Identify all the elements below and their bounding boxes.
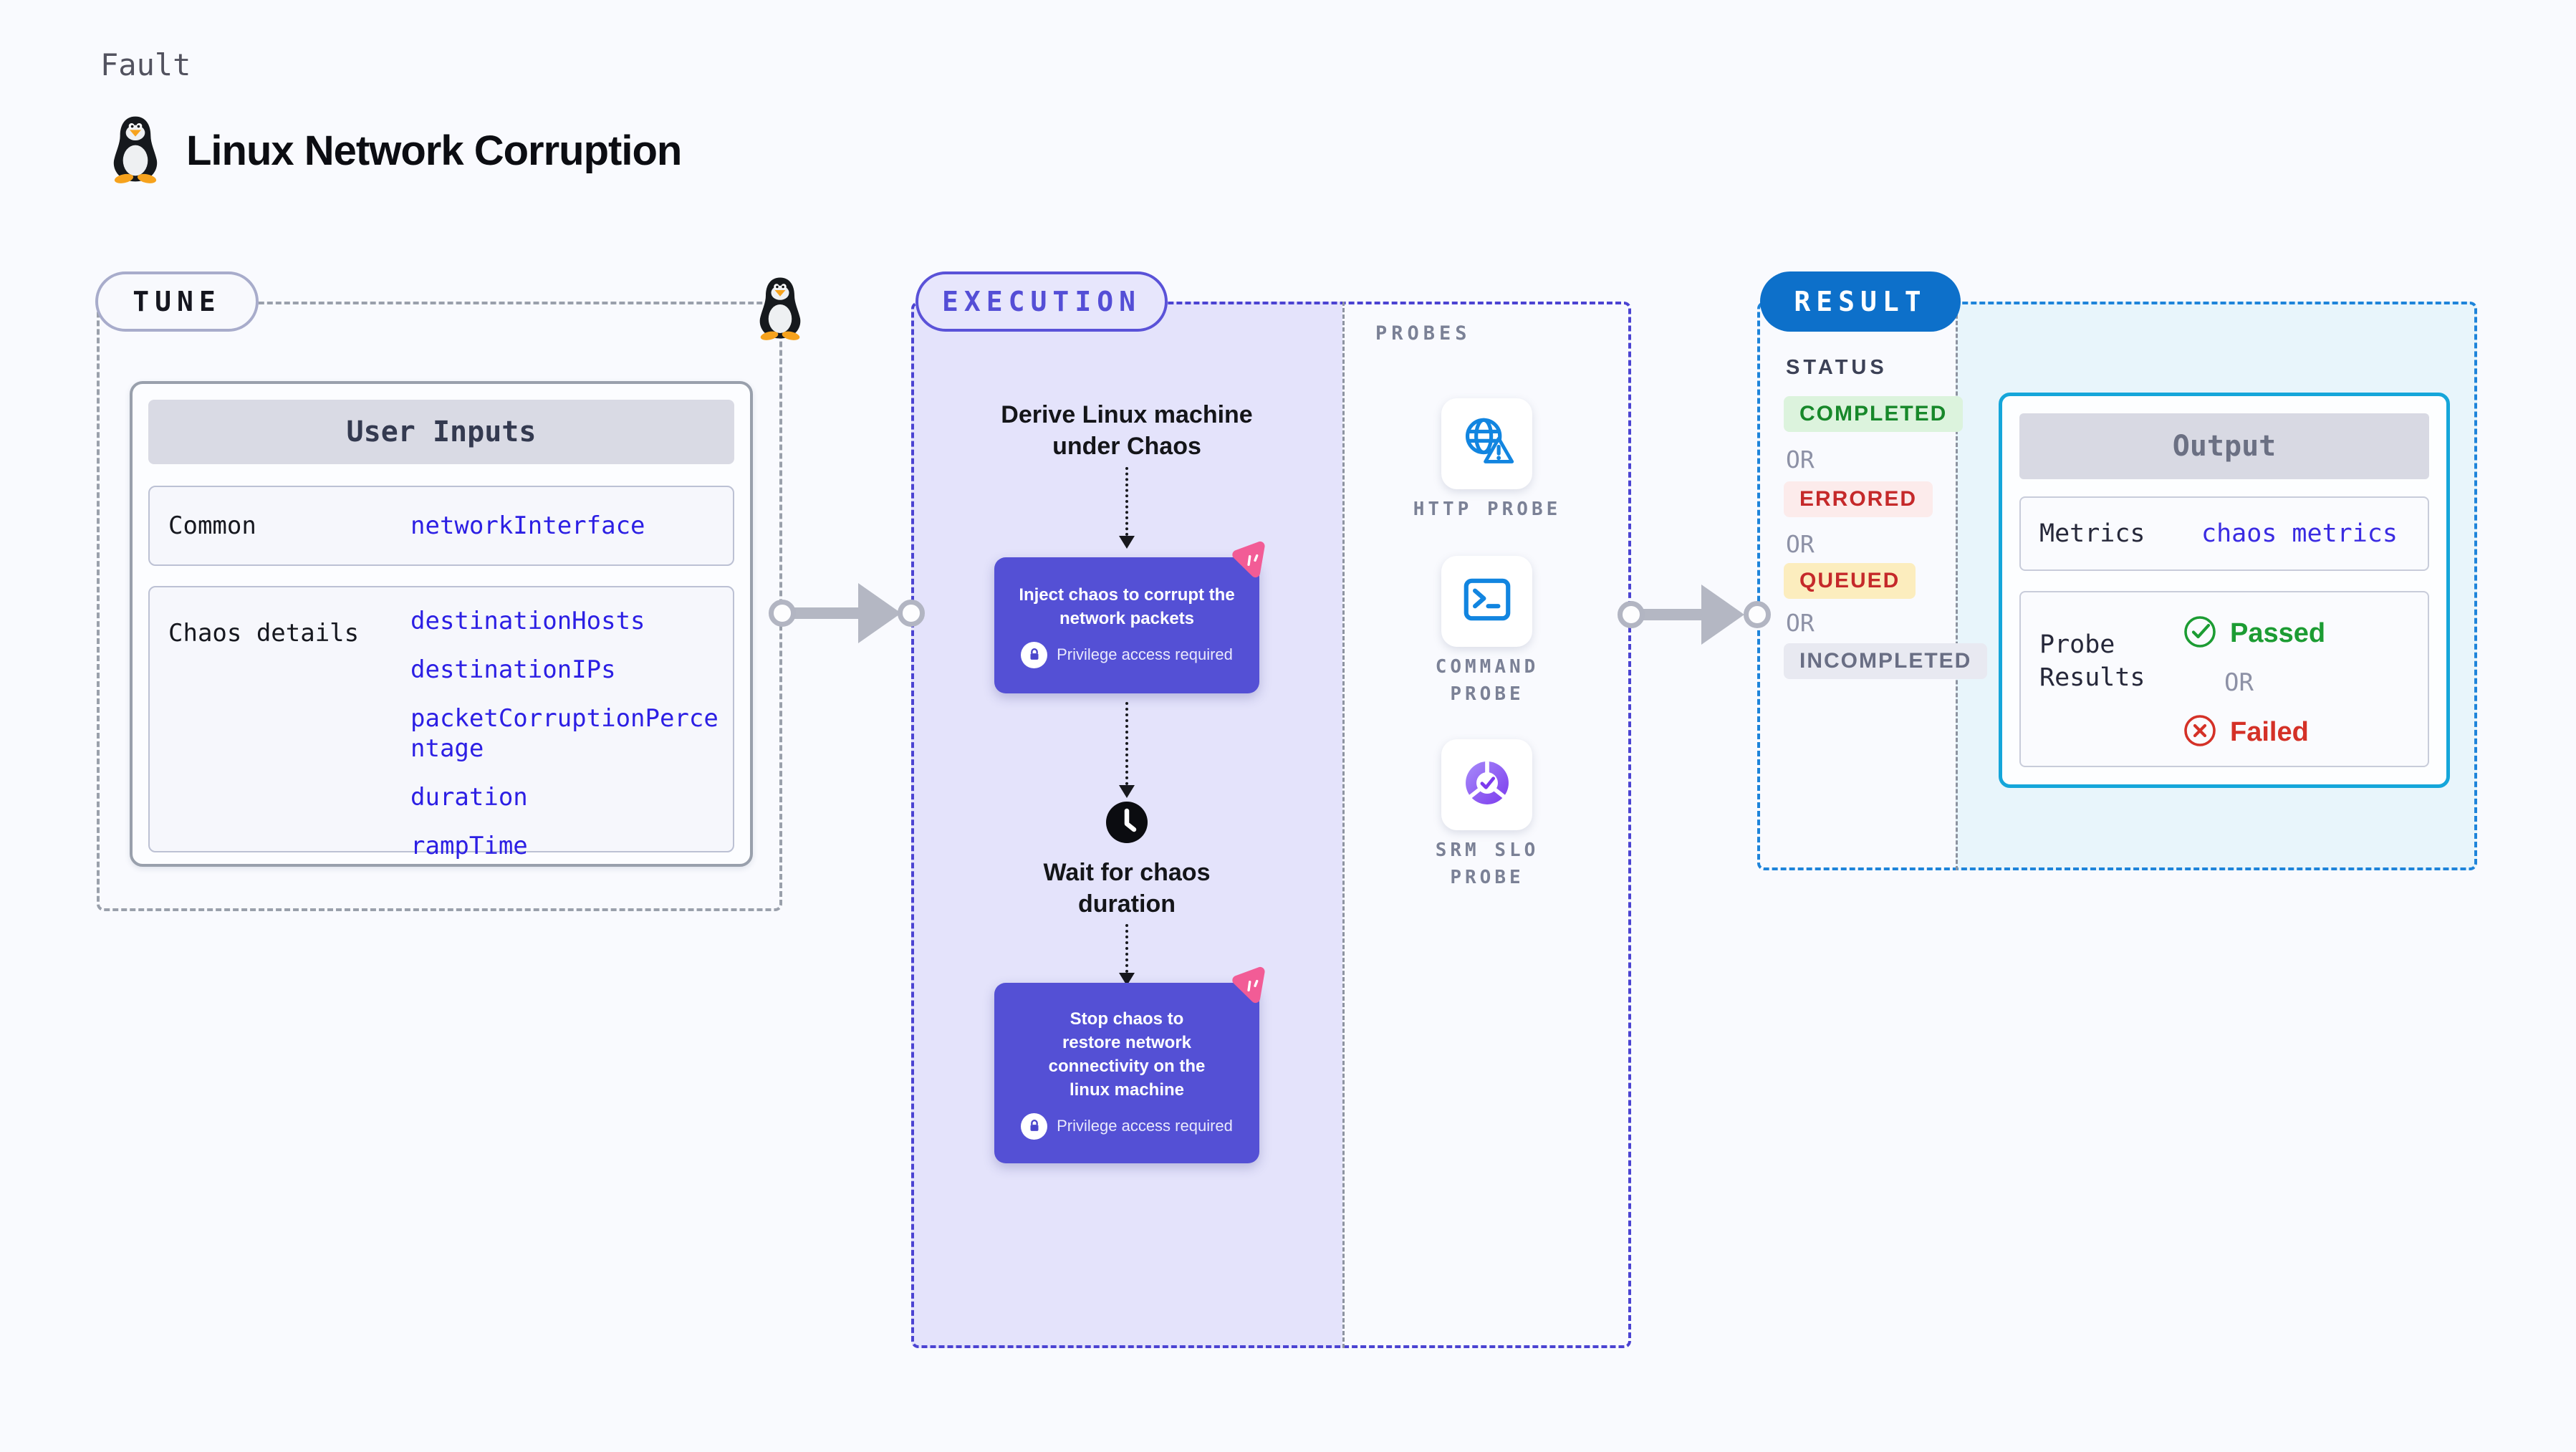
probe-label: HTTP PROBE <box>1413 499 1562 520</box>
probe-card-srm <box>1441 739 1532 830</box>
metrics-row: Metrics chaos metrics <box>2019 496 2429 571</box>
terminal-icon <box>1458 571 1516 632</box>
flow-connector <box>1125 702 1128 785</box>
chaos-logo-icon <box>1229 966 1269 1006</box>
title-row: Linux Network Corruption <box>106 115 682 187</box>
user-inputs-card: User Inputs Common networkInterface Chao… <box>130 381 753 867</box>
output-card: Output Metrics chaos metrics Probe Resul… <box>1999 393 2450 788</box>
input-value: rampTime <box>410 832 528 860</box>
probe-label: COMMAND PROBE <box>1435 656 1539 705</box>
privilege-note: Privilege access required <box>1057 645 1233 663</box>
clock-icon <box>1105 800 1149 845</box>
flow-connector-arrowhead <box>1119 536 1135 549</box>
flow-connector <box>1125 924 1128 973</box>
tux-penguin-icon-small <box>752 276 808 344</box>
inject-step-card: Inject chaos to corrupt the network pack… <box>994 557 1259 693</box>
or-label: OR <box>1786 609 1815 637</box>
or-label: OR <box>2224 668 2254 697</box>
input-value: networkInterface <box>410 511 645 540</box>
slo-donut-check-icon <box>1458 754 1517 816</box>
probe-results-row: Probe Results Passed OR <box>2019 591 2429 767</box>
flow-connector-arrowhead <box>1119 785 1135 798</box>
user-inputs-header: User Inputs <box>148 400 734 464</box>
probe-label: SRM SLO PROBE <box>1435 840 1539 888</box>
or-label: OR <box>1786 446 1815 473</box>
metrics-key: Metrics <box>2039 519 2145 548</box>
stop-step-text: Stop chaos to restore network connectivi… <box>1048 1009 1206 1100</box>
input-key: Chaos details <box>168 619 360 648</box>
inject-step-text: Inject chaos to corrupt the network pack… <box>1019 585 1235 628</box>
input-value: packetCorruptionPercentage <box>410 704 719 763</box>
execution-region <box>911 302 1631 1348</box>
status-badge-incompleted: INCOMPLETED <box>1784 643 1988 679</box>
input-value: destinationHosts <box>410 607 645 635</box>
input-row-common: Common networkInterface <box>148 486 734 566</box>
stop-step-card: Stop chaos to restore network connectivi… <box>994 983 1259 1163</box>
passed-label: Passed <box>2230 617 2326 648</box>
probes-label: PROBES <box>1375 322 1471 345</box>
execution-badge: EXECUTION <box>915 271 1168 332</box>
execution-probes-divider <box>1342 302 1345 1348</box>
status-badge-errored: ERRORED <box>1784 481 1933 517</box>
probe-card-http <box>1441 398 1532 489</box>
failed-label: Failed <box>2230 716 2309 747</box>
lock-icon <box>1021 1112 1048 1140</box>
or-label: OR <box>1786 530 1815 558</box>
derive-step-text: Derive Linux machine under Chaos <box>1001 401 1253 460</box>
privilege-row: Privilege access required <box>1021 641 1233 668</box>
result-region <box>1757 302 2477 870</box>
category-label: Fault <box>100 47 191 82</box>
probe-card-command <box>1441 556 1532 647</box>
output-header: Output <box>2019 413 2429 479</box>
globe-alert-icon <box>1457 412 1517 476</box>
input-key: Common <box>168 511 256 540</box>
flow-connector <box>1125 467 1128 536</box>
tux-penguin-icon <box>106 115 165 187</box>
input-row-chaos-details: Chaos details destinationHosts destinati… <box>148 586 734 860</box>
lock-icon <box>1021 641 1048 668</box>
input-value: destinationIPs <box>410 655 616 684</box>
check-circle-icon <box>2183 615 2217 653</box>
x-circle-icon <box>2183 713 2217 751</box>
privilege-note: Privilege access required <box>1057 1117 1233 1135</box>
flow-connector-arrowhead <box>1119 973 1135 986</box>
tune-badge: TUNE <box>95 271 259 332</box>
metrics-value: chaos metrics <box>2201 519 2398 548</box>
page-title: Linux Network Corruption <box>186 128 682 174</box>
status-badge-completed: COMPLETED <box>1784 396 1964 432</box>
wait-step-text: Wait for chaos duration <box>1043 859 1211 918</box>
status-label: STATUS <box>1786 356 1888 379</box>
input-value: duration <box>410 783 528 812</box>
status-badge-queued: QUEUED <box>1784 563 1916 599</box>
result-badge: RESULT <box>1760 271 1961 332</box>
status-output-divider <box>1956 302 1958 870</box>
probe-results-key: Probe Results <box>2039 630 2145 692</box>
chaos-logo-icon <box>1229 541 1269 581</box>
privilege-row: Privilege access required <box>1021 1112 1233 1140</box>
